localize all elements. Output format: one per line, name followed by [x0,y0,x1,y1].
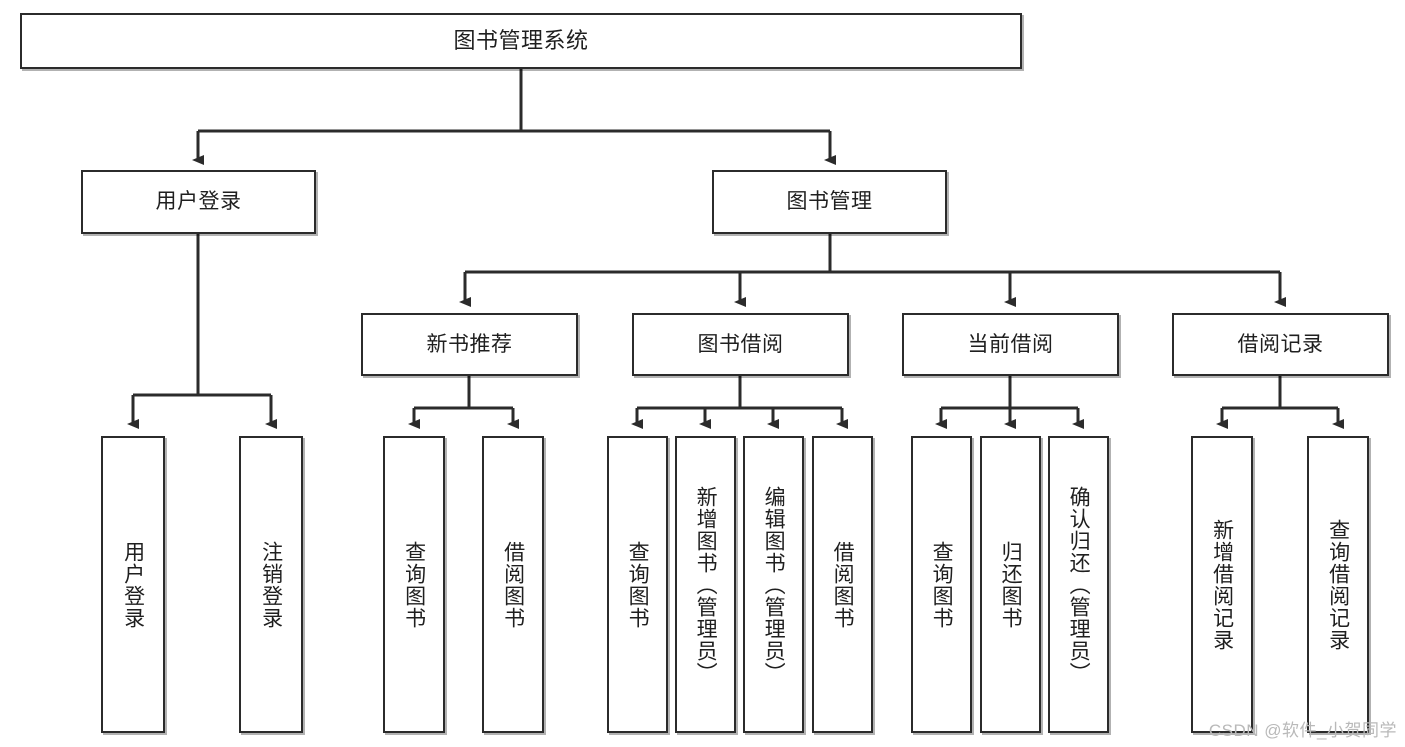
node-leaf-confirm-return-label: 确认归还（管理员） [1067,485,1091,684]
node-leaf-return-book-label: 归还图书 [999,540,1023,629]
node-leaf-borrow-book-2[interactable]: 借阅图书 [812,436,873,733]
leaf-text-wrap: 借阅图书 [484,438,542,731]
node-root[interactable]: 图书管理系统 [20,13,1022,69]
node-leaf-edit-book-label: 编辑图书（管理员） [762,485,786,684]
node-book-borrow[interactable]: 图书借阅 [632,313,849,376]
node-user-login-label: 用户登录 [155,190,242,214]
node-leaf-logout-login-label: 注销登录 [259,540,283,629]
node-leaf-query-book-3-label: 查询图书 [930,540,954,629]
node-current-borrow-label: 当前借阅 [967,332,1054,356]
leaf-text-wrap: 查询图书 [609,438,666,731]
node-leaf-edit-book[interactable]: 编辑图书（管理员） [743,436,804,733]
leaf-text-wrap: 查询借阅记录 [1309,438,1367,731]
node-leaf-query-book-1[interactable]: 查询图书 [383,436,445,733]
leaf-text-wrap: 查询图书 [385,438,443,731]
leaf-text-wrap: 查询图书 [913,438,970,731]
node-leaf-borrow-book-2-label: 借阅图书 [831,540,855,629]
node-leaf-user-login[interactable]: 用户登录 [101,436,165,733]
node-borrow-record-label: 借阅记录 [1237,332,1324,356]
leaf-text-wrap: 注销登录 [241,438,301,731]
node-leaf-confirm-return[interactable]: 确认归还（管理员） [1048,436,1109,733]
node-leaf-logout-login[interactable]: 注销登录 [239,436,303,733]
node-leaf-return-book[interactable]: 归还图书 [980,436,1041,733]
node-leaf-query-record-label: 查询借阅记录 [1326,518,1350,651]
node-root-label: 图书管理系统 [453,27,589,53]
node-leaf-add-record-label: 新增借阅记录 [1210,518,1234,651]
node-user-login[interactable]: 用户登录 [81,170,316,234]
node-leaf-query-record[interactable]: 查询借阅记录 [1307,436,1369,733]
node-borrow-record[interactable]: 借阅记录 [1172,313,1389,376]
leaf-text-wrap: 编辑图书（管理员） [745,438,802,731]
node-leaf-query-book-2[interactable]: 查询图书 [607,436,668,733]
node-book-manage-label: 图书管理 [786,190,873,214]
watermark-text: CSDN @软件_小贺同学 [1208,721,1397,740]
node-leaf-add-record[interactable]: 新增借阅记录 [1191,436,1253,733]
leaf-text-wrap: 新增借阅记录 [1193,438,1251,731]
node-leaf-borrow-book-1-label: 借阅图书 [501,540,525,629]
node-leaf-query-book-2-label: 查询图书 [626,540,650,629]
node-leaf-add-book[interactable]: 新增图书（管理员） [675,436,736,733]
leaf-text-wrap: 新增图书（管理员） [677,438,734,731]
leaf-text-wrap: 用户登录 [103,438,163,731]
node-book-manage[interactable]: 图书管理 [712,170,947,234]
node-leaf-borrow-book-1[interactable]: 借阅图书 [482,436,544,733]
node-leaf-user-login-label: 用户登录 [121,540,145,629]
node-current-borrow[interactable]: 当前借阅 [902,313,1119,376]
node-new-book-recommend-label: 新书推荐 [426,332,513,356]
node-new-book-recommend[interactable]: 新书推荐 [361,313,578,376]
leaf-text-wrap: 归还图书 [982,438,1039,731]
node-leaf-add-book-label: 新增图书（管理员） [694,485,718,684]
node-leaf-query-book-3[interactable]: 查询图书 [911,436,972,733]
node-book-borrow-label: 图书借阅 [697,332,784,356]
node-leaf-query-book-1-label: 查询图书 [402,540,426,629]
leaf-text-wrap: 借阅图书 [814,438,871,731]
leaf-text-wrap: 确认归还（管理员） [1050,438,1107,731]
